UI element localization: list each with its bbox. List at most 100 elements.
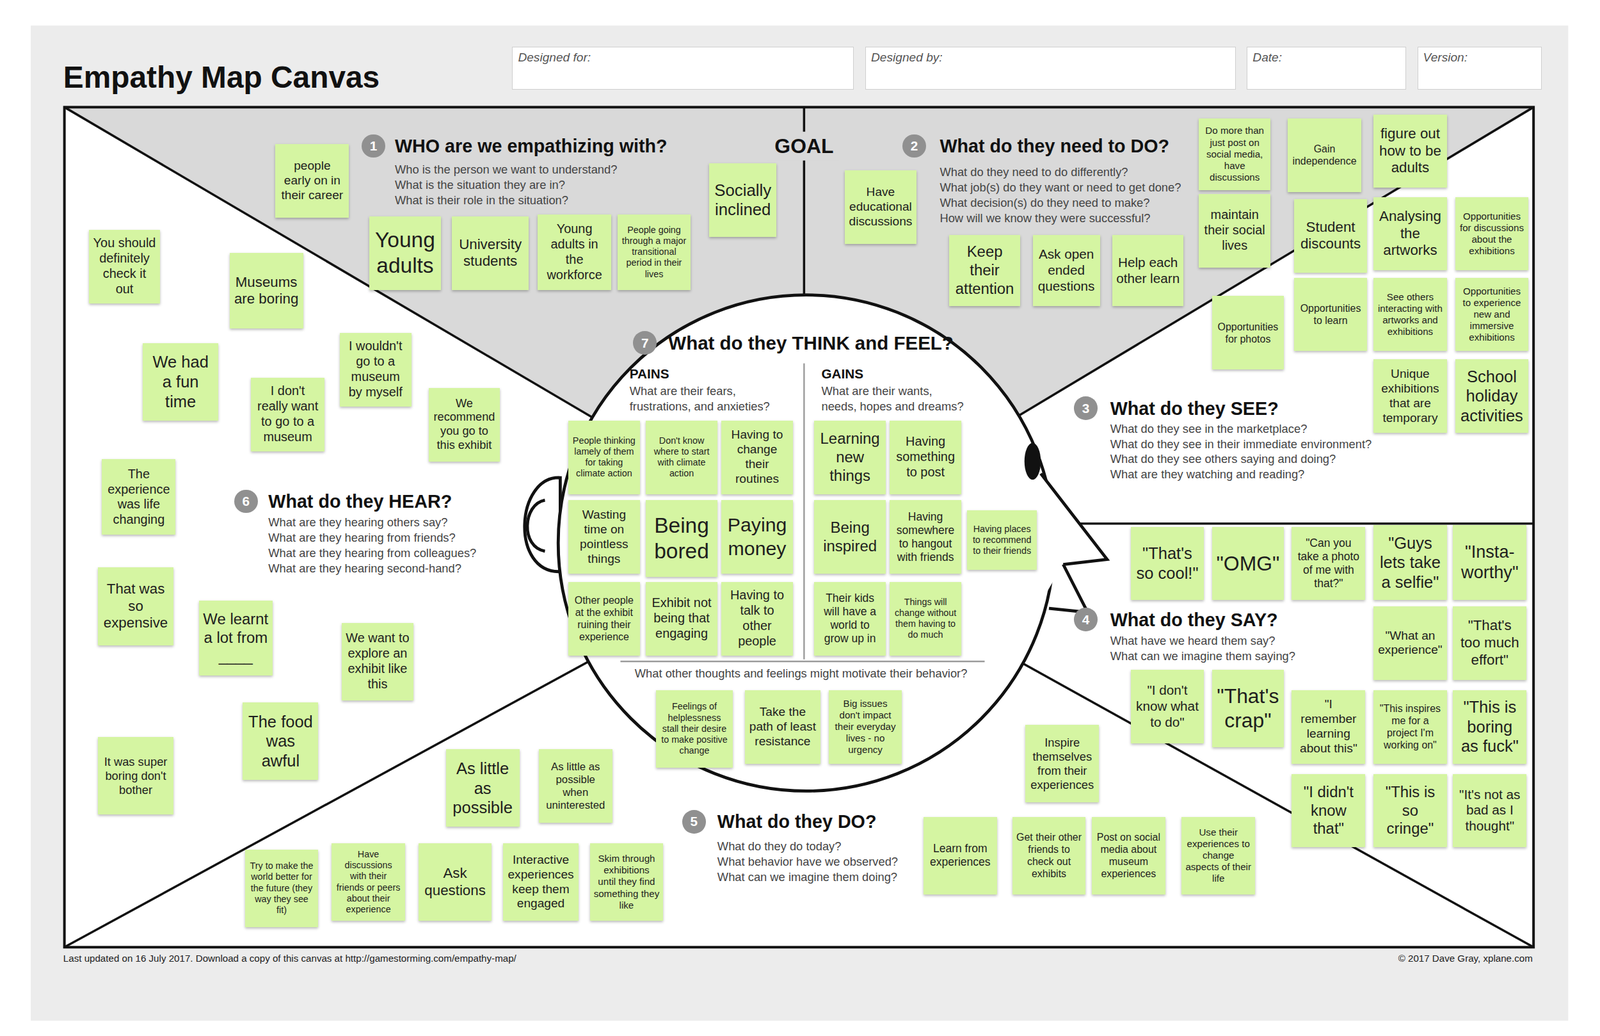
sticky-note: Wasting time on pointless things <box>568 499 640 574</box>
footer-text: Last updated on 16 July 2017. Download a… <box>63 952 517 964</box>
note-text: "This is so cringe" <box>1377 782 1444 838</box>
note-text: Ask open ended questions <box>1036 246 1097 295</box>
note-text: Big issues don't impact their everyday l… <box>832 697 899 756</box>
sticky-note: See others interacting with artworks and… <box>1373 277 1448 352</box>
question-text: frustrations, and anxieties? <box>629 399 770 413</box>
question-text: What is their role in the situation? <box>394 193 569 207</box>
sticky-note: Don't know where to start with climate a… <box>645 420 718 495</box>
question-text: What are their wants, <box>821 384 932 398</box>
note-text: Gain independence <box>1291 142 1358 168</box>
note-text: "That's crap" <box>1216 683 1280 733</box>
section-heading: What do they need to DO? <box>939 135 1170 157</box>
note-text: Unique exhibitions that are temporary <box>1377 366 1444 426</box>
goal-heading: GOAL <box>768 131 840 161</box>
note-text: Do more than just post on social media, … <box>1202 124 1267 184</box>
note-text: Wasting time on pointless things <box>572 507 637 567</box>
note-text: Keep their attention <box>952 242 1017 298</box>
note-text: Don't know where to start with climate a… <box>649 435 714 480</box>
question-text: What are they hearing from colleagues? <box>268 546 477 560</box>
question-text: What job(s) do they want or need to get … <box>939 181 1181 195</box>
note-text: Young adults in the workforce <box>541 221 608 283</box>
sticky-note: Analysing the artworks <box>1373 197 1448 271</box>
map-frame <box>64 106 1534 947</box>
sticky-note: Opportunities to experience new and imme… <box>1455 277 1529 352</box>
sticky-note: Get their other friends to check out exh… <box>1012 816 1087 895</box>
note-text: Opportunities to experience new and imme… <box>1459 285 1526 344</box>
sticky-note: maintain their social lives <box>1198 193 1271 268</box>
header-field: Date: <box>1246 46 1407 90</box>
sticky-note: Opportunities to learn <box>1294 277 1368 352</box>
sticky-note: Do more than just post on social media, … <box>1198 118 1271 191</box>
note-text: People thinking lamely of them for takin… <box>572 435 637 480</box>
sticky-note: Ask questions <box>418 842 493 921</box>
sticky-note: People thinking lamely of them for takin… <box>568 420 640 495</box>
sticky-note: Their kids will have a world to grow up … <box>814 581 886 656</box>
note-text: "This inspires me for a project I'm work… <box>1377 702 1444 752</box>
sticky-note: "Insta-worthy" <box>1452 524 1527 601</box>
note-text: "I didn't know that" <box>1295 782 1362 838</box>
note-text: "That's too much effort" <box>1456 616 1523 669</box>
sticky-note: The food was awful <box>242 702 319 780</box>
note-text: Student discounts <box>1297 218 1364 254</box>
sticky-note: We had a fun time <box>142 343 219 421</box>
head-outline <box>558 295 1055 792</box>
note-text: Having something to post <box>893 433 958 480</box>
sticky-note: "That's crap" <box>1212 669 1284 747</box>
section-heading: What do they HEAR? <box>268 490 452 512</box>
sticky-note: "This inspires me for a project I'm work… <box>1373 689 1448 764</box>
mouth-outline <box>1048 564 1088 613</box>
note-text: Museums are boring <box>233 273 300 309</box>
gains-heading: GAINS <box>821 366 864 382</box>
note-text: You should definitely check it out <box>92 235 157 297</box>
sticky-note: Unique exhibitions that are temporary <box>1373 359 1448 433</box>
canvas-panel <box>30 25 1568 1021</box>
note-text: The food was awful <box>246 711 315 771</box>
sticky-note: Post on social media about museum experi… <box>1091 816 1166 895</box>
sticky-note: "That's so cool!" <box>1130 526 1205 601</box>
sticky-note: Museums are boring <box>229 252 304 329</box>
field-label: Designed by: <box>871 50 1231 65</box>
note-text: Opportunities to learn <box>1297 302 1364 327</box>
note-text: figure out how to be adults <box>1377 125 1444 177</box>
sticky-note: Having somewhere to hangout with friends <box>889 499 962 574</box>
sticky-note: "It's not as bad as I thought" <box>1452 773 1527 848</box>
sticky-note: Skim through exhibitions until they find… <box>590 842 664 921</box>
note-text: That was so expensive <box>101 580 170 632</box>
note-text: maintain their social lives <box>1202 207 1267 254</box>
sticky-note: Help each other learn <box>1112 234 1184 307</box>
note-text: "This is boring as fuck" <box>1456 696 1523 756</box>
sticky-note: Keep their attention <box>949 234 1021 307</box>
note-text: University students <box>455 236 525 271</box>
sticky-note: "This is so cringe" <box>1373 773 1448 848</box>
sticky-note: Use their experiences to change aspects … <box>1181 816 1256 895</box>
sticky-note: Having something to post <box>889 420 962 495</box>
note-text: As little as possible when uninterested <box>542 760 609 812</box>
header-field: Designed for: <box>512 46 854 90</box>
note-text: Having places to recommend to their frie… <box>970 523 1033 557</box>
sticky-note: Having to change their routines <box>721 420 793 495</box>
sticky-note: As little as possible <box>446 748 520 827</box>
note-text: Try to make the world better for the fut… <box>248 860 315 916</box>
note-text: Their kids will have a world to grow up … <box>817 591 882 646</box>
sticky-note: "Can you take a photo of me with that?" <box>1291 526 1366 601</box>
sticky-note: Gain independence <box>1287 118 1362 192</box>
question-text: How will we know they were successful? <box>939 211 1151 226</box>
question-text: What do they see in the marketplace? <box>1110 421 1308 436</box>
sticky-note: Big issues don't impact their everyday l… <box>828 689 903 764</box>
sticky-note: "This is boring as fuck" <box>1452 689 1527 764</box>
sticky-note: We learnt a lot from ____ <box>199 600 273 676</box>
sticky-note: I don't really want to go to a museum <box>250 377 325 452</box>
section-heading: What do they DO? <box>717 810 877 832</box>
note-text: Learning new things <box>817 429 882 485</box>
note-text: Having to talk to other people <box>725 587 790 649</box>
note-text: Opportunities for photos <box>1216 320 1280 345</box>
sticky-note: Take the path of least resistance <box>744 689 821 764</box>
nose-outline <box>1040 473 1108 565</box>
sticky-note: "I didn't know that" <box>1291 773 1366 848</box>
sticky-note: We recommend you go to this exhibit <box>428 387 501 462</box>
sticky-note: Things will change without them having t… <box>889 581 962 656</box>
note-text: I wouldn't go to a museum by myself <box>343 338 408 400</box>
sticky-note: Being bored <box>645 499 718 577</box>
note-text: Paying money <box>725 513 790 560</box>
question-text: What have we heard them say? <box>1110 634 1276 648</box>
